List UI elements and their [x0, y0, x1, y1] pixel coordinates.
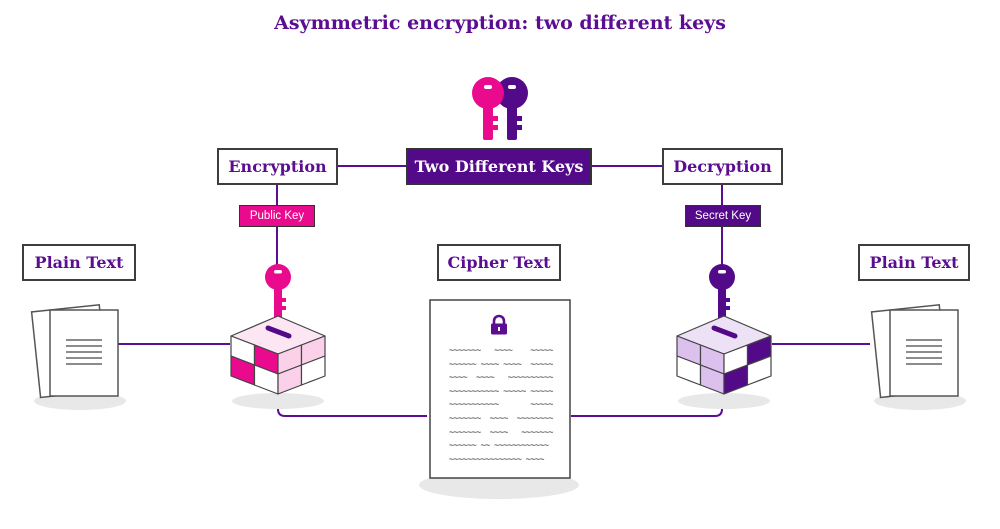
cipher-line: ~~~~~~~~~~~ ~~~~~ ~~~~~ — [449, 386, 554, 397]
cipher-line: ~~~~ ~~~~ ~~~~~~~~~~ — [449, 373, 554, 384]
cipher-text-box: Cipher Text — [437, 244, 561, 281]
cipher-line: ~~~~~~~ ~~~~ ~~~~~~~ — [449, 427, 554, 438]
key-icon — [265, 264, 291, 319]
cipher-line: ~~~~~~~ ~~~~ ~~~~~ — [449, 346, 554, 356]
cipher-text-content: ~~~~~~~ ~~~~ ~~~~~ ~~~~~~ ~~~~ ~~~~ ~~~~~… — [449, 345, 554, 467]
secret-key-tag: Secret Key — [685, 205, 761, 227]
ballot-box-icon — [230, 315, 326, 395]
encryption-ballot-box — [230, 315, 326, 409]
two-different-keys-box: Two Different Keys — [406, 148, 592, 185]
document-icon — [49, 309, 119, 397]
cipher-line: ~~~~~~~~~~~ ~~~~~ — [449, 400, 554, 411]
ballot-box-icon — [676, 315, 772, 395]
line-box-cipher — [277, 398, 427, 417]
plain-text-left-document — [30, 303, 126, 410]
cipher-line: ~~~~~~~~~~~~~~~~ ~~~~ — [449, 454, 544, 465]
encryption-box: Encryption — [217, 148, 338, 185]
plain-text-right-box: Plain Text — [858, 244, 970, 281]
cipher-line: ~~~~~~~ ~~~~ ~~~~~~~~ — [449, 413, 554, 424]
cipher-text-document — [419, 299, 579, 499]
lock-icon — [491, 314, 507, 335]
plain-text-left-box: Plain Text — [22, 244, 136, 281]
key-icon — [709, 264, 735, 319]
cipher-line: ~~~~~~ ~~ ~~~~~~~~~~~~ — [449, 441, 549, 452]
key-icon — [496, 77, 528, 140]
plain-text-right-document — [870, 303, 966, 410]
line-cipher-box — [571, 398, 723, 417]
decryption-box: Decryption — [662, 148, 783, 185]
diagram-title: Asymmetric encryption: two different key… — [274, 12, 726, 34]
cipher-line: ~~~~~~ ~~~~ ~~~~ ~~~~~ — [449, 359, 554, 370]
decryption-ballot-box — [676, 315, 772, 409]
public-key-tag: Public Key — [239, 205, 315, 227]
document-icon — [889, 309, 959, 397]
key-icon — [472, 77, 504, 140]
two-keys-icon — [472, 77, 528, 140]
